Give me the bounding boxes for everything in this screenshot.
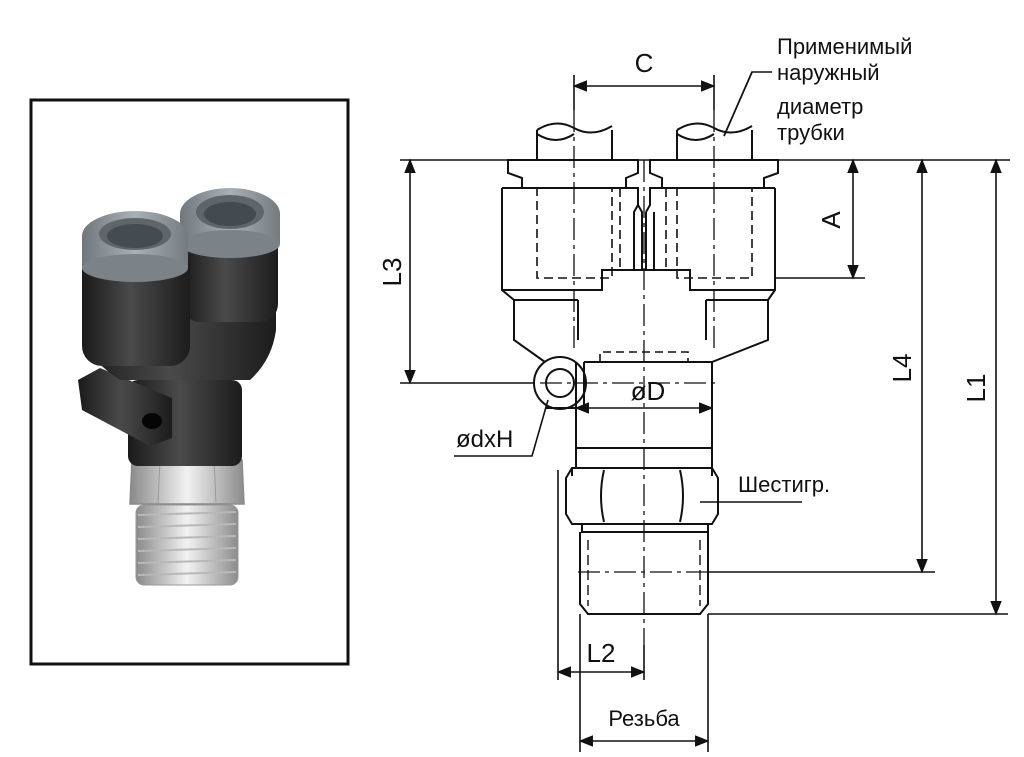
label-tube-line1: Применимый [777, 34, 912, 59]
dimension-lines [400, 71, 1010, 752]
left-collar [507, 159, 639, 189]
product-photo [78, 188, 280, 586]
label-od: øD [631, 376, 666, 406]
label-l1: L1 [961, 374, 991, 403]
dimension-labels: C Применимый наружный диаметр трубки A L… [377, 34, 991, 731]
label-a: A [816, 211, 846, 229]
hex-nut [565, 467, 719, 525]
fitting-body-outline [501, 187, 776, 449]
label-tube-line4: трубки [777, 120, 845, 145]
label-odxh: ødxH [456, 426, 513, 453]
label-l3: L3 [377, 258, 407, 287]
product-photo-panel [29, 98, 350, 666]
technical-drawing [501, 110, 779, 645]
label-l4: L4 [887, 354, 917, 383]
label-tube-line3: диаметр [777, 94, 863, 119]
label-c: C [635, 48, 654, 78]
label-l2: L2 [587, 638, 616, 668]
label-tube-line2: наружный [777, 60, 880, 85]
label-hex: Шестигр. [738, 472, 830, 497]
label-thread: Резьба [608, 706, 680, 731]
